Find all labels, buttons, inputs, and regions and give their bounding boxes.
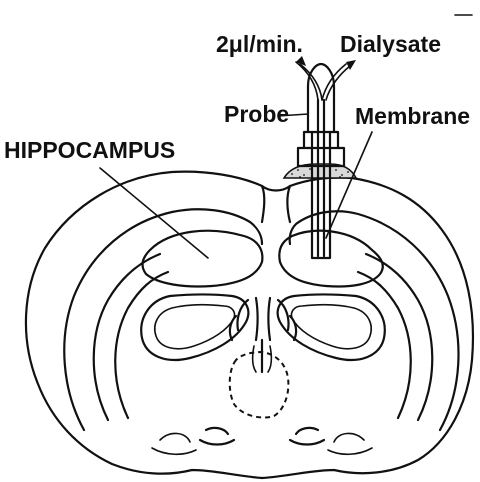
- right-lateral-band-inner: [358, 272, 411, 418]
- flow-rate-label: 2μl/min.: [216, 31, 303, 57]
- left-lateral-band-inner: [115, 272, 168, 418]
- left-lateral-band: [94, 254, 160, 420]
- third-ventricle: [230, 298, 296, 372]
- probe-holder: [298, 132, 344, 166]
- bottom-left-curl: [152, 433, 196, 454]
- bottom-right-curl: [328, 433, 372, 454]
- probe-label: Probe: [224, 101, 289, 127]
- hippocampus-leader: [100, 168, 208, 258]
- dashed-target-region: [230, 352, 289, 418]
- right-ventricle-inner: [291, 305, 371, 349]
- bottom-right-structure: [290, 428, 324, 445]
- outlet-tube: [322, 64, 350, 100]
- left-ventricle-inner: [155, 305, 235, 349]
- hippocampus-label: HIPPOCAMPUS: [4, 137, 175, 163]
- hippocampus-left: [143, 231, 263, 287]
- dialysate-label: Dialysate: [340, 31, 441, 57]
- bottom-left-structure: [200, 428, 234, 445]
- right-cortex-boundary: [290, 211, 459, 430]
- membrane-label: Membrane: [355, 103, 470, 129]
